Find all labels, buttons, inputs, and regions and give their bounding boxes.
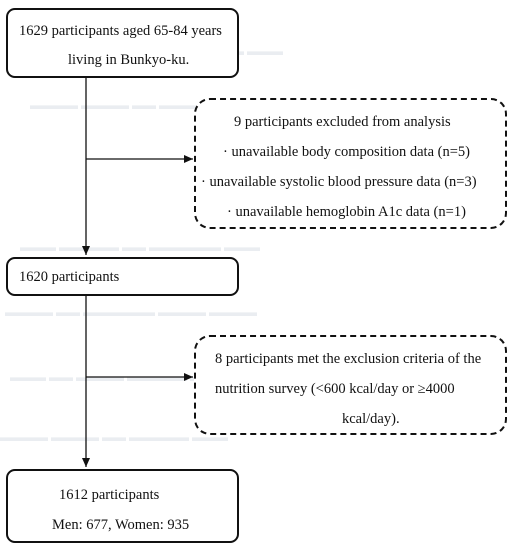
box-exclusion-1-line-1: 9 participants excluded from analysis	[234, 114, 451, 130]
box-final: 1612 participants Men: 677, Women: 935	[6, 469, 239, 543]
box-final-line-1: 1612 participants	[59, 487, 160, 503]
box-final-line-2: Men: 677, Women: 935	[52, 517, 190, 533]
box-exclusion-1: 9 participants excluded from analysis · …	[194, 98, 507, 229]
box-exclusion-1-line-2: · unavailable body composition data (n=5…	[223, 144, 470, 160]
box-start-line-2: living in Bunkyo-ku.	[68, 52, 190, 68]
box-start-line-1: 1629 participants aged 65-84 years	[19, 23, 222, 39]
box-exclusion-2-line-3: kcal/day).	[342, 411, 400, 427]
box-exclusion-2-line-2: nutrition survey (<600 kcal/day or ≥4000	[215, 381, 455, 397]
box-exclusion-1-line-4: · unavailable hemoglobin A1c data (n=1)	[227, 204, 466, 220]
box-middle-line-1: 1620 participants	[19, 269, 120, 285]
box-start: 1629 participants aged 65-84 years livin…	[6, 8, 239, 78]
box-exclusion-2-line-1: 8 participants met the exclusion criteri…	[215, 351, 482, 367]
box-exclusion-1-line-3: · unavailable systolic blood pressure da…	[201, 174, 477, 190]
box-middle: 1620 participants	[6, 257, 239, 296]
box-exclusion-2: 8 participants met the exclusion criteri…	[194, 335, 507, 435]
